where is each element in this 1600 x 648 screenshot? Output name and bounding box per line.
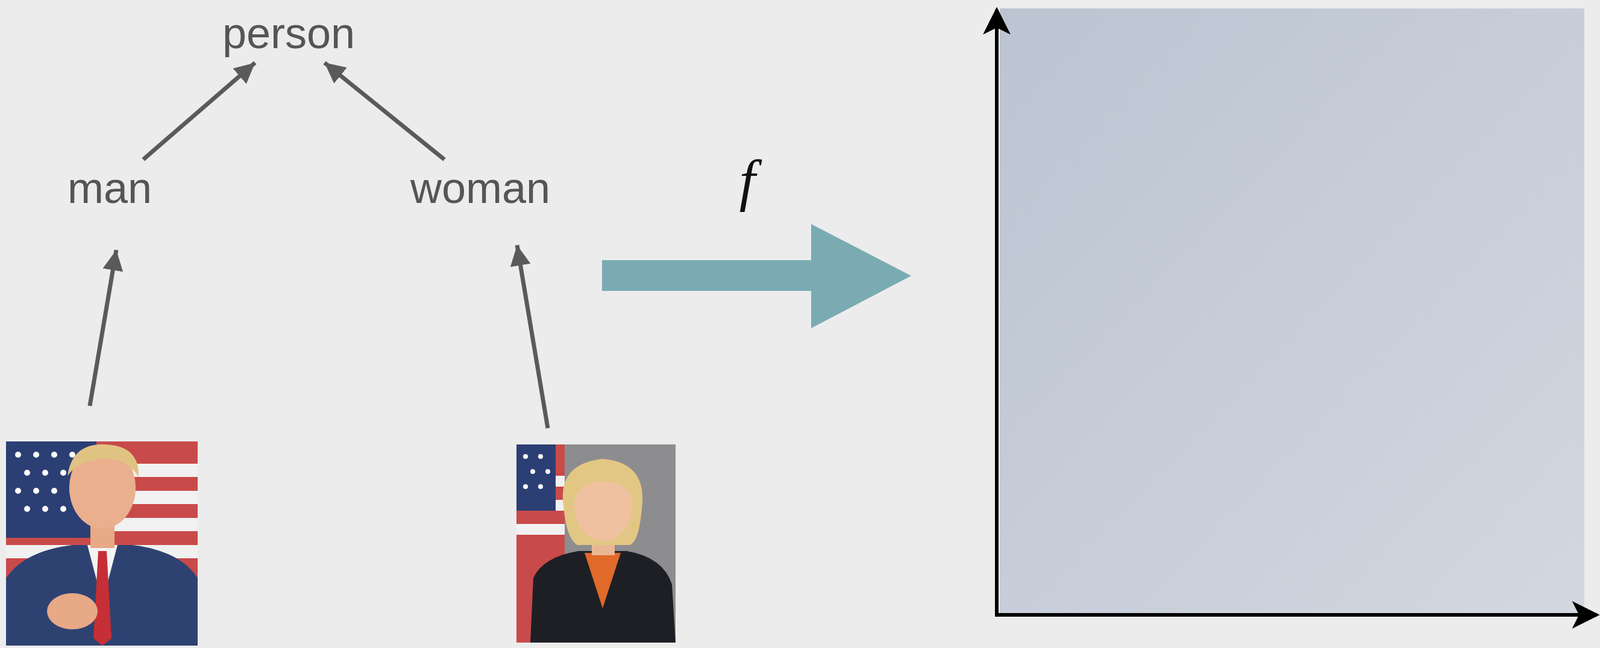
is-a-arrow <box>324 62 445 160</box>
concept-label: person <box>222 9 355 58</box>
concept-label: woman <box>410 164 551 213</box>
embedding-space <box>999 8 1585 616</box>
is-a-arrow <box>143 62 256 160</box>
x-axis <box>994 613 1597 618</box>
instance-arrow <box>89 250 117 407</box>
mapping-arrow <box>602 224 912 329</box>
function-label: f <box>739 151 756 210</box>
y-axis <box>994 9 999 616</box>
man-photo <box>6 441 198 647</box>
concept-node: man <box>61 160 158 216</box>
instance-arrow <box>517 245 548 429</box>
concept-label: man <box>67 164 152 213</box>
woman-photo <box>516 444 676 644</box>
concept-node: person <box>216 6 361 61</box>
concept-node: woman <box>404 160 557 216</box>
